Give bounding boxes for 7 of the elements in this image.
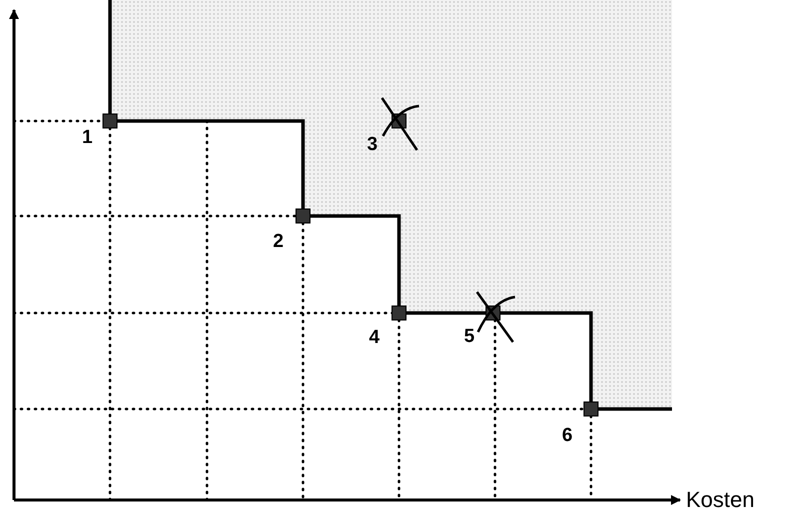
axis-label: Kosten bbox=[686, 489, 754, 511]
point-number: 5 bbox=[464, 327, 475, 346]
point-number: 3 bbox=[367, 135, 378, 154]
point-number: 4 bbox=[369, 328, 380, 347]
point-number: 1 bbox=[82, 128, 93, 147]
point-number: 2 bbox=[273, 232, 284, 251]
point-number: 6 bbox=[562, 426, 573, 445]
